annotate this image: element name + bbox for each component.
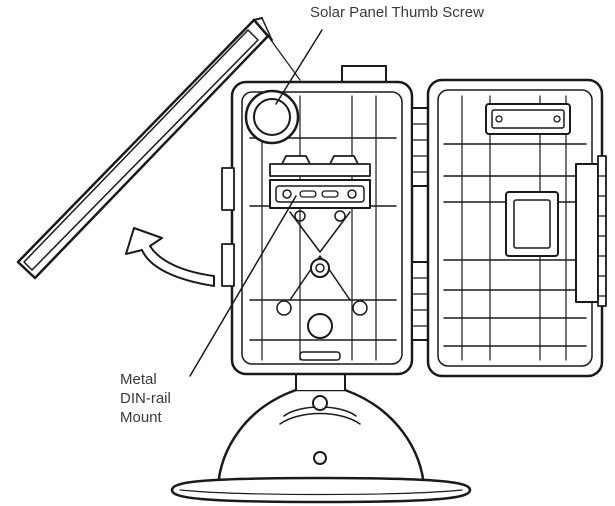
mount-base [170,373,472,504]
rotation-arrow-icon [125,227,215,287]
enclosure-door [426,78,607,378]
din-rail-icon [269,155,371,222]
leader-line-din-rail [189,195,297,377]
solar-panel [16,17,301,280]
leader-line-thumb-screw [275,29,323,105]
callout-din-rail-line1: Metal [120,371,157,388]
callout-thumb-screw: Solar Panel Thumb Screw [310,4,484,21]
callout-din-rail-line3: Mount [120,409,162,426]
thumb-screw-icon [244,89,300,145]
callout-din-rail: Metal DIN-rail Mount [120,370,171,427]
callout-din-rail-line2: DIN-rail [120,390,171,407]
hinge [411,107,429,341]
